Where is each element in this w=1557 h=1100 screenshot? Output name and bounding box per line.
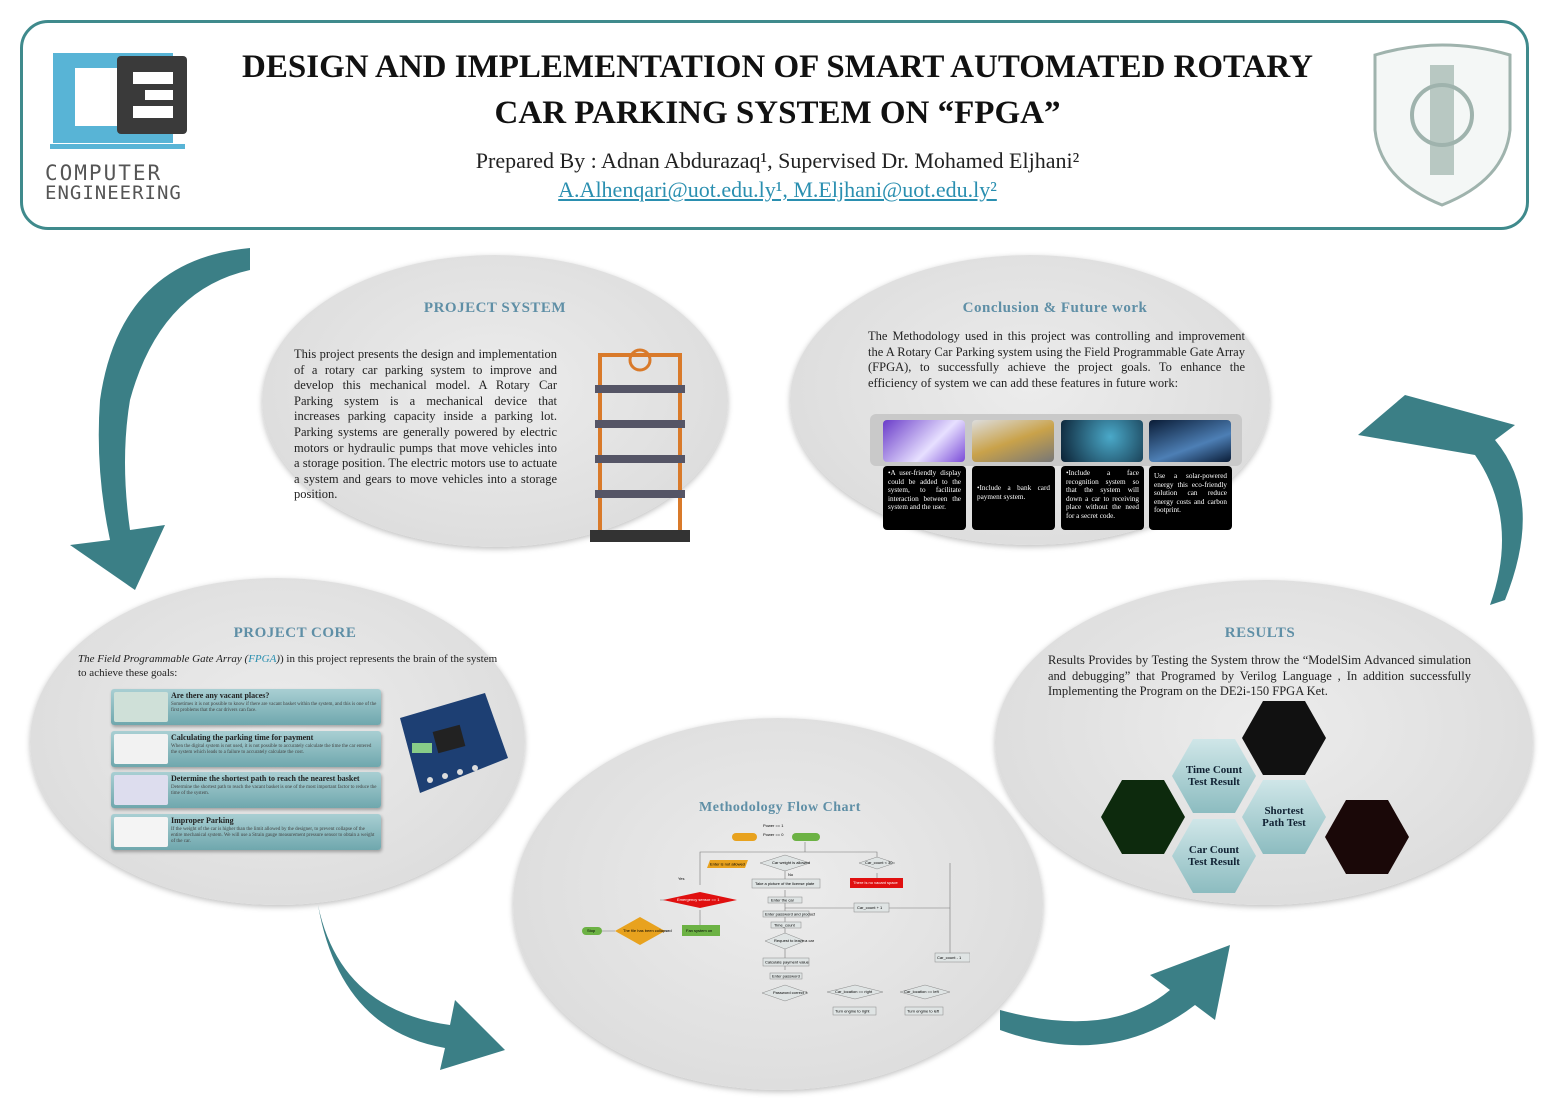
title-line-1: DESIGN AND IMPLEMENTATION OF SMART AUTOM… <box>242 49 1313 85</box>
fpga-board-image <box>390 688 510 798</box>
feature-text-face: •Include a face recognition system so th… <box>1061 466 1144 530</box>
goal-image <box>114 734 168 764</box>
arrow-method-to-results <box>1000 945 1230 1046</box>
feature-text-card: •Include a bank card payment system. <box>972 466 1055 530</box>
label-password: Enter password and product <box>765 912 816 917</box>
goal-title: Calculating the parking time for payment <box>171 733 314 742</box>
logo-text-1: COMPUTER <box>45 161 163 185</box>
goal-title: Improper Parking <box>171 816 234 825</box>
label-left: Car_location == left <box>904 989 940 994</box>
project-core-intro: The Field Programmable Gate Array (FPGA)… <box>78 652 498 680</box>
node-not-allowed <box>707 860 748 868</box>
node-fan <box>682 925 720 936</box>
label-picture: Take a picture of the license plate <box>755 881 815 886</box>
goal-desc: When the digital system is not used, it … <box>171 744 372 755</box>
label-rotright: Turn engine to right <box>835 1009 870 1014</box>
label-full: There is no vacant space <box>853 880 898 885</box>
goal-desc: Determine the shortest path to reach the… <box>171 785 377 796</box>
goal-image <box>114 817 168 847</box>
results-title: RESULTS <box>1224 625 1296 641</box>
label-fire: Emergency sensor == 1 <box>677 897 720 902</box>
hex-label: Shortest Path Test <box>1262 805 1306 829</box>
node-emergency <box>663 892 737 908</box>
project-system-section <box>262 255 728 547</box>
feature-text-display: •A user-friendly display could be added … <box>883 466 966 530</box>
label-countminus: Car_count - 1 <box>937 955 962 960</box>
conclusion-title: Conclusion & Future work <box>962 300 1148 316</box>
feature-text-solar: Use a solar-powered energy this eco-frie… <box>1149 466 1232 530</box>
label-calc: Calculate payment value <box>765 960 810 965</box>
methodology-section <box>513 718 1043 1090</box>
label-stop: Stop <box>587 928 596 933</box>
node-stop <box>582 927 602 935</box>
hex-label: Car Count Test Result <box>1188 844 1240 868</box>
arrow-system-to-core <box>70 248 250 590</box>
intro-post: ) in this project represents the brain o… <box>78 653 498 679</box>
label-weight: Car weight is allowed <box>772 860 810 865</box>
label-request: Request to leave a car <box>774 938 815 943</box>
header-frame <box>20 20 1529 230</box>
author-emails[interactable]: A.Alhenqari@uot.edu.ly¹, M.Eljhani@uot.e… <box>558 177 997 202</box>
arrow-results-to-conclusion <box>1358 395 1523 605</box>
hex-label: Time Count Test Result <box>1185 764 1243 788</box>
label-count30: Car_count < 30 <box>865 860 893 865</box>
label-countplus: Car_count + 1 <box>857 905 883 910</box>
node-weight <box>759 854 811 872</box>
goal-title: Determine the shortest path to reach the… <box>171 774 360 783</box>
label-correct: Password correct ? <box>773 990 808 995</box>
arrow-core-to-method <box>318 905 505 1070</box>
project-system-title: PROJECT SYSTEM <box>423 300 567 316</box>
conclusion-text: The Methodology used in this project was… <box>868 329 1245 390</box>
authors: Prepared By : Adnan Abdurazaq¹, Supervis… <box>475 148 1080 173</box>
label-time: Time_count <box>774 923 796 928</box>
node-full <box>850 878 903 888</box>
goal-vacant: Are there any vacant places? Sometimes it… <box>111 689 381 725</box>
ce-logo: COMPUTER ENGINEERING <box>45 48 195 208</box>
label-enter: Enter the car <box>771 898 795 903</box>
feature-image-card <box>972 420 1054 462</box>
goal-parking: Improper Parking If the weight of the car… <box>111 814 381 850</box>
rotary-parking-image <box>585 345 695 545</box>
intro-close: ) <box>276 653 280 665</box>
goal-title: Are there any vacant places? <box>171 691 270 700</box>
label-enterpass: Enter password <box>772 974 800 979</box>
goal-time: Calculating the parking time for payment… <box>111 731 381 767</box>
results-text: Results Provides by Testing the System t… <box>1048 653 1471 699</box>
label-power0: Power == 0 <box>763 832 784 837</box>
goal-desc: Sometimes it is not possible to know if … <box>171 702 377 713</box>
label-not-allowed: Enter is not allowed <box>710 862 745 867</box>
node-picture <box>751 878 821 889</box>
university-seal <box>1365 40 1520 208</box>
goal-path: Determine the shortest path to reach the… <box>111 772 381 808</box>
label-no: No <box>788 872 794 877</box>
node-turn-on <box>792 833 820 841</box>
feature-image-display <box>883 420 965 462</box>
label-yes: Yes <box>678 876 685 881</box>
project-system-text: This project presents the design and imp… <box>294 347 557 502</box>
node-turn-off <box>732 833 757 841</box>
goal-desc: If the weight of the car is higher than … <box>171 827 375 844</box>
logo-text-2: ENGINEERING <box>45 182 182 204</box>
node-collapsed <box>615 917 665 945</box>
label-lastcar: The file has been collapsed <box>623 928 672 933</box>
goal-image <box>114 775 168 805</box>
intro-pre: The Field Programmable Gate Array ( <box>78 653 249 665</box>
project-core-title: PROJECT CORE <box>233 625 357 641</box>
goal-image <box>114 692 168 722</box>
title-line-2: CAR PARKING SYSTEM ON “FPGA” <box>494 95 1061 131</box>
feature-image-face <box>1061 420 1143 462</box>
label-fan: Fan system on <box>686 928 712 933</box>
label-right: Car_location == right <box>835 989 873 994</box>
flow-chart: Power == 1 Power == 0 Enter is not allow… <box>582 823 970 1016</box>
feature-image-solar <box>1149 420 1231 462</box>
node-count30 <box>858 856 896 870</box>
intro-fpga: FPGA <box>248 653 277 665</box>
poster-title: DESIGN AND IMPLEMENTATION OF SMART AUTOM… <box>190 44 1365 136</box>
label-power1: Power == 1 <box>763 823 784 828</box>
methodology-title: Methodology Flow Chart <box>699 800 861 815</box>
label-rotleft: Turn engine to left <box>907 1009 940 1014</box>
